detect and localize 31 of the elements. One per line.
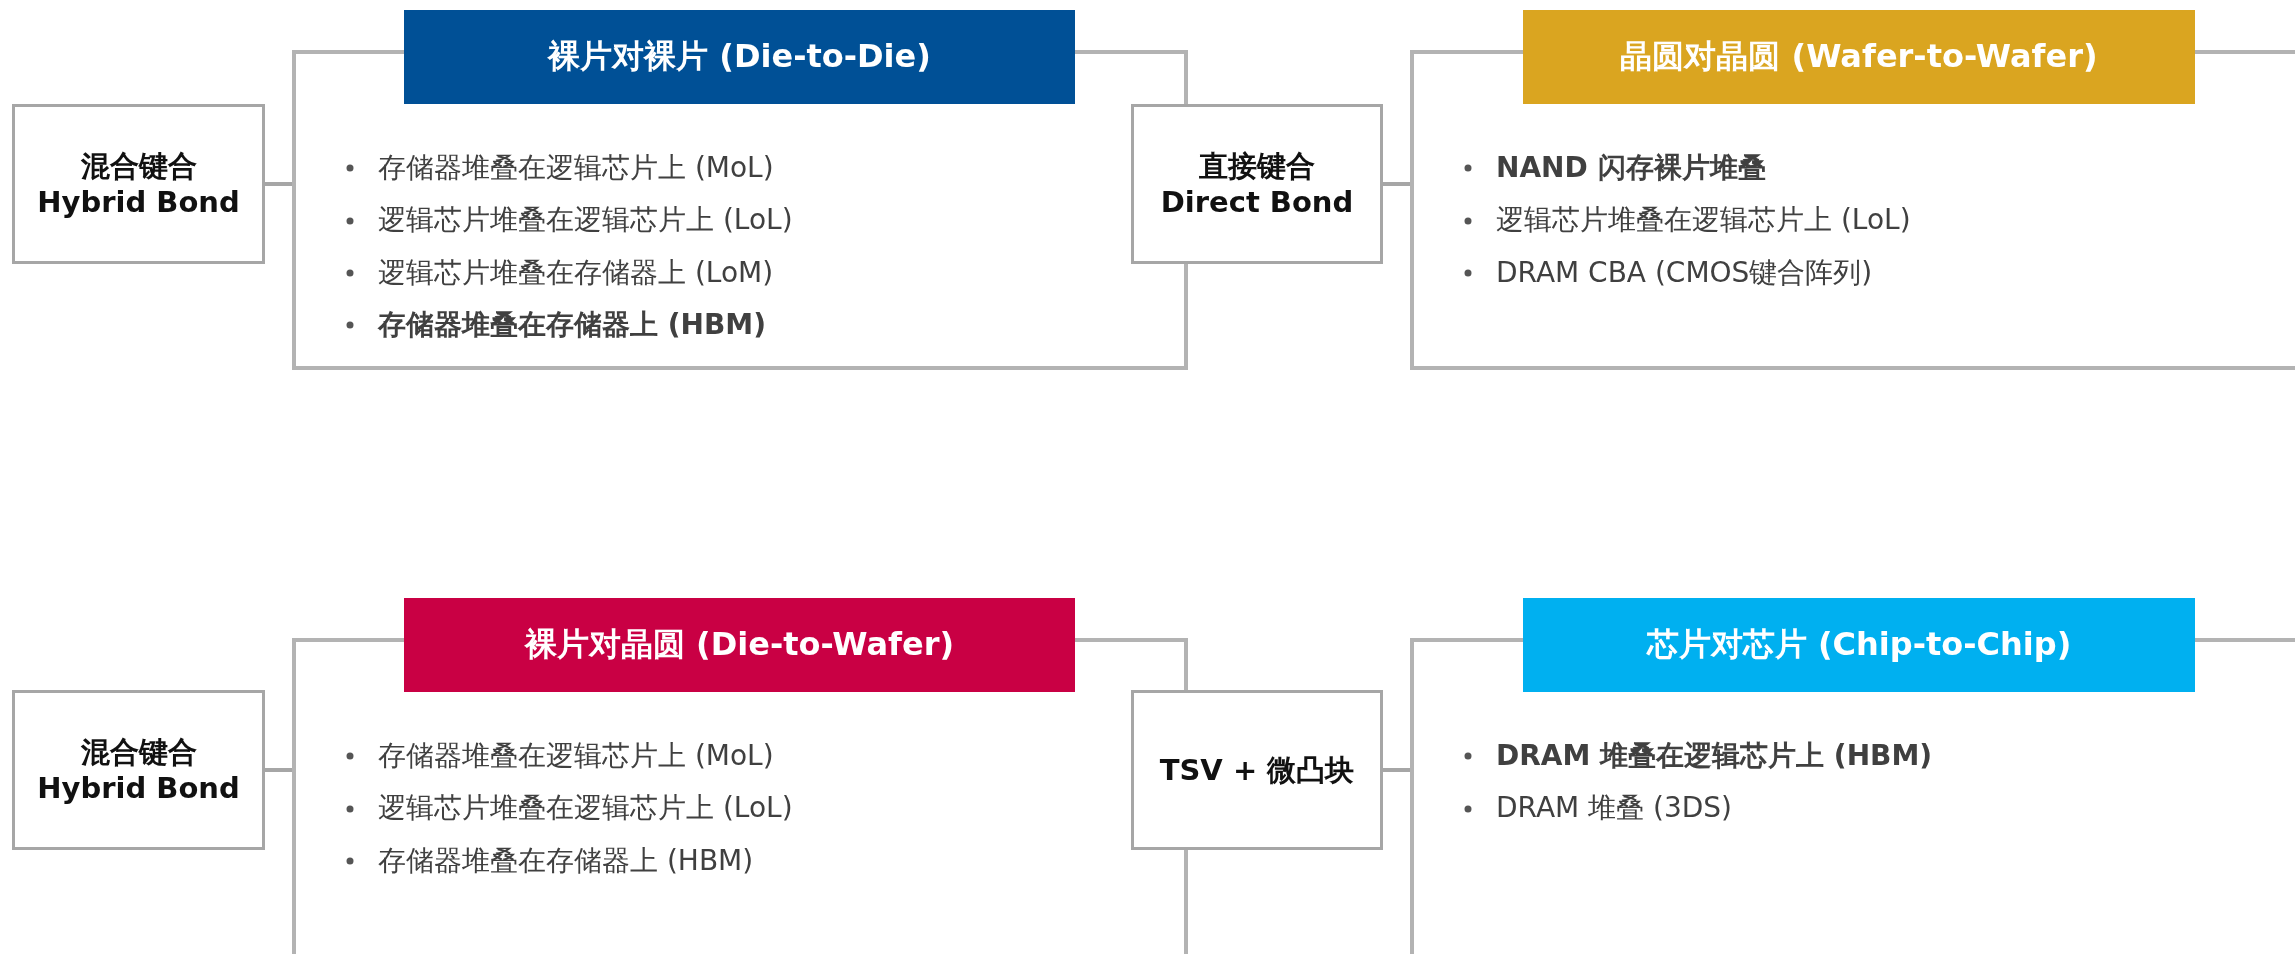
box-label: 混合键合	[80, 733, 197, 770]
connector-line	[1383, 182, 1410, 186]
bullet-text: 逻辑芯片堆叠在逻辑芯片上 (LoL)	[378, 790, 793, 827]
title-band: 芯片对芯片 (Chip-to-Chip)	[1523, 598, 2195, 692]
bullet-text: 逻辑芯片堆叠在逻辑芯片上 (LoL)	[378, 202, 793, 239]
connector-line	[265, 768, 292, 772]
connector-line	[265, 182, 292, 186]
title-band: 裸片对裸片 (Die-to-Die)	[404, 10, 1075, 104]
box-label: Hybrid Bond	[37, 184, 240, 221]
bullet-text: 存储器堆叠在逻辑芯片上 (MoL)	[378, 150, 774, 186]
bullet-text: NAND 闪存裸片堆叠	[1496, 150, 1766, 186]
box-label: 混合键合	[80, 147, 197, 184]
bullet-text: 逻辑芯片堆叠在逻辑芯片上 (LoL)	[1496, 202, 1911, 239]
label-box	[1131, 690, 1383, 850]
title-band: 晶圆对晶圆 (Wafer-to-Wafer)	[1523, 10, 2195, 104]
bullet-text: DRAM 堆叠 (3DS)	[1496, 790, 1732, 827]
bullet-text: 存储器堆叠在存储器上 (HBM)	[378, 842, 754, 879]
box-label: Hybrid Bond	[37, 770, 240, 807]
bullet-text: DRAM CBA (CMOS键合阵列)	[1496, 254, 1873, 291]
label-box	[12, 690, 265, 850]
bullet-text: 存储器堆叠在存储器上 (HBM)	[378, 307, 766, 344]
label-box	[12, 104, 265, 264]
connector-line	[1383, 768, 1410, 772]
bullet-text: 逻辑芯片堆叠在存储器上 (LoM)	[378, 254, 774, 291]
box-label: TSV + 微凸块	[1159, 751, 1355, 789]
bullet-text: DRAM 堆叠在逻辑芯片上 (HBM)	[1496, 738, 1933, 774]
title-band: 裸片对晶圆 (Die-to-Wafer)	[404, 598, 1075, 692]
bullet-text: 存储器堆叠在逻辑芯片上 (MoL)	[378, 738, 774, 774]
box-label: 直接键合	[1199, 147, 1315, 184]
box-label: Direct Bond	[1160, 184, 1354, 221]
label-box	[1131, 104, 1383, 264]
